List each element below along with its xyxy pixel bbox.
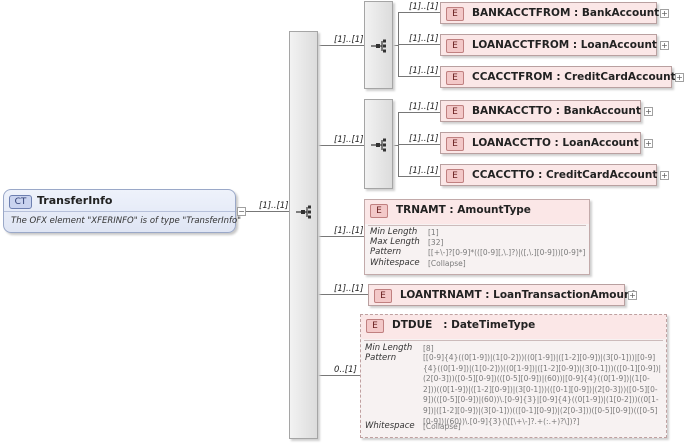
sequence-icon <box>371 39 386 53</box>
element-name: CCACCTTO : CreditCardAccount <box>472 169 658 181</box>
divider <box>4 211 235 212</box>
element-loanacctto[interactable]: E LOANACCTTO : LoanAccount <box>440 132 641 154</box>
facet-value: [32] <box>428 238 444 247</box>
element-badge: E <box>446 7 464 21</box>
facet-label: Whitespace <box>365 421 415 431</box>
element-name: LOANACCTTO : LoanAccount <box>472 137 639 149</box>
main-sequence[interactable] <box>289 31 318 439</box>
to-sequence[interactable] <box>364 99 393 189</box>
cardinality-label: [1]..[1] <box>259 201 289 211</box>
element-badge: E <box>446 137 464 151</box>
facet-label: Pattern <box>370 247 402 257</box>
collapse-icon[interactable]: − <box>237 207 246 216</box>
connector <box>398 144 440 145</box>
element-badge: E <box>374 289 392 303</box>
cardinality-label: [1]..[1] <box>334 35 364 45</box>
sequence-icon <box>371 138 386 152</box>
from-sequence[interactable] <box>364 1 393 89</box>
element-badge: E <box>446 105 464 119</box>
element-header <box>361 315 666 339</box>
element-name: BANKACCTFROM : BankAccount <box>472 7 660 19</box>
element-bankacctfrom[interactable]: E BANKACCTFROM : BankAccount <box>440 2 660 24</box>
cardinality-label: [1]..[1] <box>409 102 439 112</box>
cardinality-label: [1]..[1] <box>409 2 439 12</box>
connector <box>398 176 440 177</box>
element-dtdue[interactable]: E DTDUE : DateTimeType Min Length [8] Pa… <box>360 314 667 438</box>
plus-icon[interactable]: + <box>660 9 669 18</box>
element-ccacctfrom[interactable]: E CCACCTFROM : CreditCardAccount <box>440 66 676 88</box>
connector <box>318 45 364 46</box>
element-ccacctto[interactable]: E CCACCTTO : CreditCardAccount <box>440 164 657 186</box>
divider <box>368 225 586 226</box>
element-name: BANKACCTTO : BankAccount <box>472 105 641 117</box>
complex-type-documentation: The OFX element "XFERINFO" is of type "T… <box>11 216 242 226</box>
connector <box>318 145 364 146</box>
complex-type-name: TransferInfo <box>37 194 113 207</box>
element-name: LOANACCTFROM : LoanAccount <box>472 39 657 51</box>
element-badge: E <box>446 71 464 85</box>
element-loanacctfrom[interactable]: E LOANACCTFROM : LoanAccount <box>440 34 657 56</box>
connector <box>398 44 440 45</box>
plus-icon[interactable]: + <box>660 41 669 50</box>
element-name: DTDUE : DateTimeType <box>392 319 536 331</box>
sequence-icon <box>296 205 311 219</box>
element-name: LOANTRNAMT : LoanTransactionAmount <box>400 289 637 301</box>
connector <box>318 294 368 295</box>
element-badge: E <box>446 39 464 53</box>
connector <box>236 211 289 212</box>
facet-value: [8] <box>423 344 434 353</box>
cardinality-label: 0..[1] <box>334 365 357 375</box>
element-trnamt[interactable]: E TRNAMT : AmountType Min Length [1] Max… <box>364 199 590 275</box>
element-badge: E <box>446 169 464 183</box>
facet-value: [[+\-]?[0-9]*(([0-9][,\.]?)|([,\.][0-9])… <box>428 248 586 257</box>
cardinality-label: [1]..[1] <box>334 135 364 145</box>
facet-label: Min Length <box>370 227 418 237</box>
cardinality-label: [1]..[1] <box>409 134 439 144</box>
element-loantrnamt[interactable]: E LOANTRNAMT : LoanTransactionAmount <box>368 284 637 306</box>
cardinality-label: [1]..[1] <box>409 66 439 76</box>
facet-label: Max Length <box>370 237 420 247</box>
facet-value: [[0-9]{4}((0[1-9])|(1[0-2]))((0[1-9])|([… <box>423 353 662 426</box>
plus-icon[interactable]: + <box>644 107 653 116</box>
connector <box>392 145 398 146</box>
cardinality-label: [1]..[1] <box>334 226 364 236</box>
element-badge: E <box>366 319 384 333</box>
connector <box>398 112 440 113</box>
plus-icon[interactable]: + <box>644 139 653 148</box>
element-name: TRNAMT : AmountType <box>396 204 531 216</box>
plus-icon[interactable]: + <box>628 291 637 300</box>
connector <box>398 76 440 77</box>
connector <box>392 45 398 46</box>
facet-value: [Collapse] <box>423 422 461 431</box>
facet-value: [Collapse] <box>428 259 466 268</box>
connector <box>318 375 360 376</box>
complex-type-badge: CT <box>9 195 32 209</box>
facet-label: Whitespace <box>370 258 420 268</box>
cardinality-label: [1]..[1] <box>409 34 439 44</box>
facet-value: [1] <box>428 228 439 237</box>
plus-icon[interactable]: + <box>660 171 669 180</box>
cardinality-label: [1]..[1] <box>334 284 364 294</box>
element-bankacctto[interactable]: E BANKACCTTO : BankAccount <box>440 100 641 122</box>
cardinality-label: [1]..[1] <box>409 166 439 176</box>
divider <box>364 340 663 341</box>
connector <box>318 236 364 237</box>
element-name: CCACCTFROM : CreditCardAccount <box>472 71 676 83</box>
connector <box>398 12 440 13</box>
element-header <box>365 200 589 224</box>
facet-label: Pattern <box>365 353 397 363</box>
plus-icon[interactable]: + <box>675 73 684 82</box>
element-badge: E <box>370 204 388 218</box>
facet-label: Min Length <box>365 343 413 353</box>
complex-type-transferinfo[interactable]: CT TransferInfo The OFX element "XFERINF… <box>3 189 241 233</box>
